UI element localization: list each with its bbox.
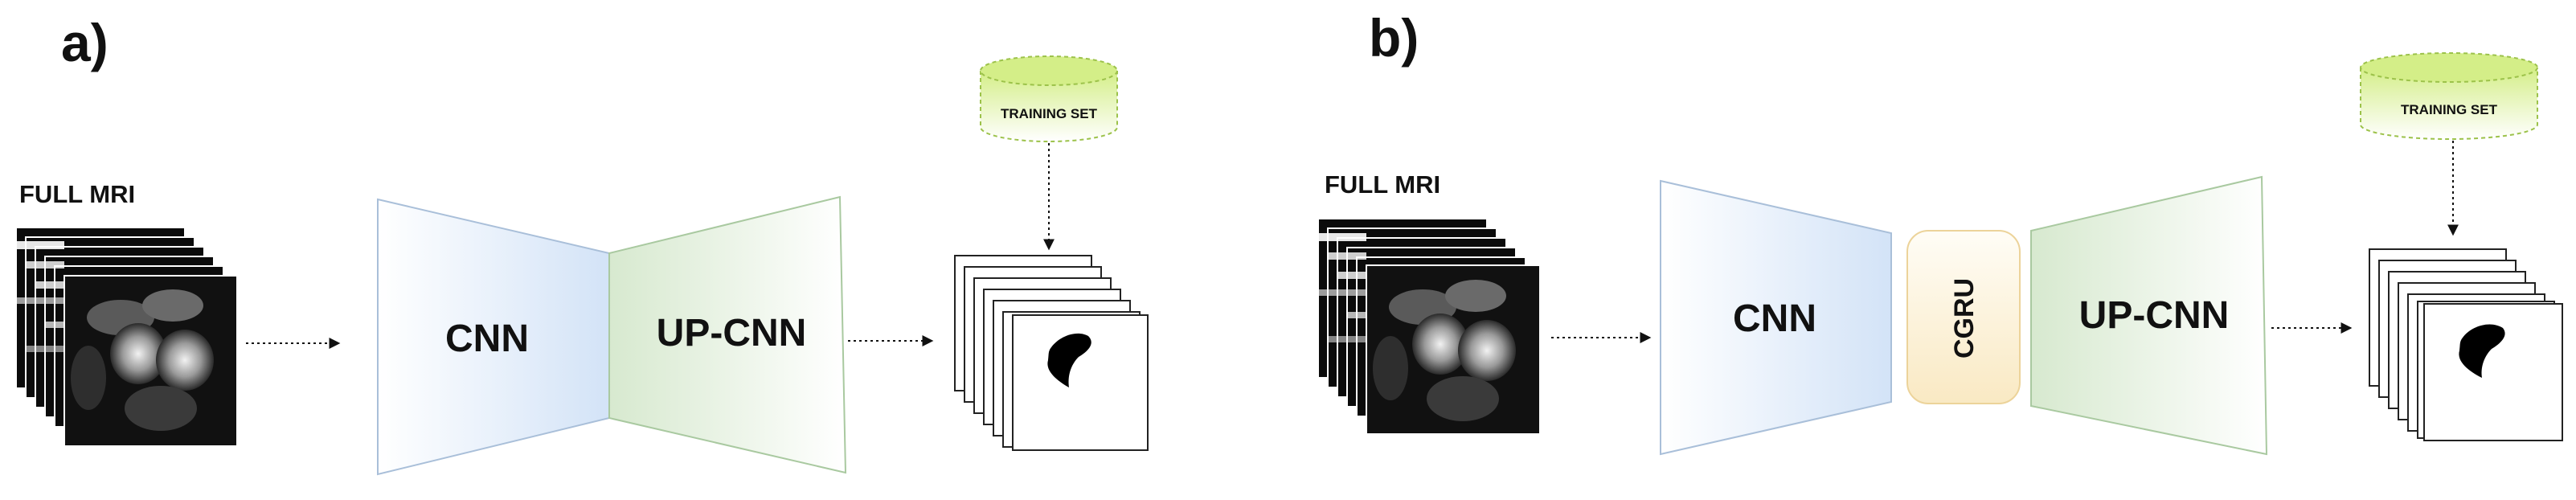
panel-a-decoder (608, 195, 847, 474)
panel-a-mri-stack (15, 227, 238, 447)
panel-b-decoder (2030, 175, 2268, 456)
panel-a-decoder-label: UP-CNN (657, 312, 807, 355)
panel-b-training-set-database: TRAINING SET (2360, 52, 2538, 140)
panel-a-mask-stack (954, 255, 1149, 451)
panel-b-recurrent-block (1906, 230, 2021, 404)
panel-b-mri-stack (1317, 218, 1541, 435)
panel-a-training-set-label: TRAINING SET (1001, 106, 1098, 121)
panel-b-encoder (1660, 179, 1892, 456)
panel-a: a) FULL MRI (15, 13, 1149, 476)
panel-b: b) FULL MRI (1317, 8, 2563, 456)
mri-slice-edges (1318, 233, 1366, 342)
panel-a-label: a) (61, 13, 109, 72)
panel-a-training-set-database: TRAINING SET (980, 55, 1118, 142)
panel-b-decoder-label: UP-CNN (2079, 294, 2230, 337)
mask-slice-front (2423, 303, 2563, 441)
mri-slice-front (1366, 264, 1541, 435)
panel-b-encoder-label: CNN (1733, 297, 1816, 340)
segmentation-mask-shape (2459, 324, 2505, 378)
mri-slice-edges (16, 241, 64, 352)
mri-slice-front (63, 275, 238, 447)
panel-b-input-label: FULL MRI (1325, 170, 1440, 199)
panel-b-label: b) (1369, 8, 1419, 68)
panel-a-input-label: FULL MRI (19, 180, 135, 208)
panel-b-training-set-label: TRAINING SET (2401, 102, 2498, 117)
panel-b-mask-stack (2369, 248, 2563, 441)
panel-b-recurrent-label: CGRU (1949, 278, 1980, 359)
panel-a-encoder-label: CNN (445, 318, 529, 360)
segmentation-mask-shape (1047, 333, 1091, 387)
